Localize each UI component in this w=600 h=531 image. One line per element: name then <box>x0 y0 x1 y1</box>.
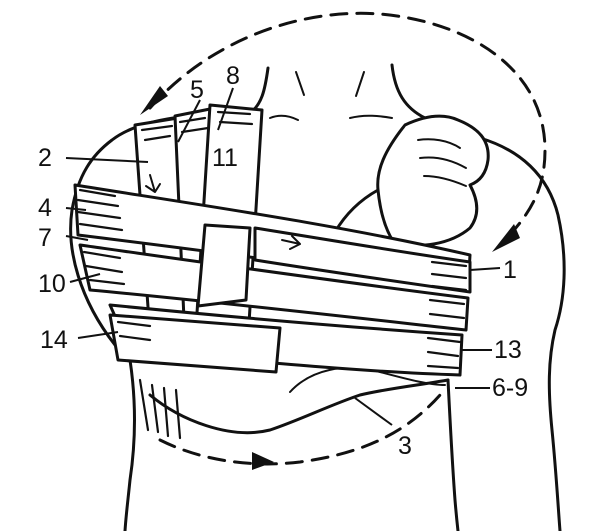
finger-line-1 <box>417 138 461 149</box>
label-2: 2 <box>38 144 52 172</box>
band-hatching <box>76 188 468 440</box>
strip-hatch <box>140 124 174 132</box>
throat-mark-1 <box>295 71 305 96</box>
dashed-arrow-top <box>148 11 547 247</box>
left-side-lower <box>123 358 136 531</box>
label-1: 1 <box>503 256 517 284</box>
right-side-lower <box>446 378 460 531</box>
label-4: 4 <box>38 194 52 222</box>
neck-right <box>390 63 427 120</box>
band-14 <box>108 313 282 374</box>
label-3: 3 <box>398 432 412 460</box>
strip-arrow-mark <box>145 174 161 193</box>
collarbone-mark-left <box>269 114 299 121</box>
strip-11-front <box>196 223 252 308</box>
finger-line-2 <box>419 156 467 169</box>
label-14: 14 <box>40 326 68 354</box>
label-6-9: 6-9 <box>492 374 528 402</box>
band-arrow-mark <box>281 235 301 250</box>
label-8: 8 <box>226 62 240 90</box>
collarbone-mark-right <box>349 114 393 119</box>
band-1 <box>253 226 472 294</box>
label-10: 10 <box>38 270 66 298</box>
label-13: 13 <box>494 336 522 364</box>
leader-lines <box>65 87 501 426</box>
dashed-arrow-bottom <box>158 393 442 466</box>
arrowhead-right <box>492 224 520 252</box>
arrowhead-top-left <box>140 86 168 115</box>
label-5: 5 <box>190 76 204 104</box>
label-11: 11 <box>212 144 238 172</box>
label-7: 7 <box>38 224 52 252</box>
right-shoulder <box>478 136 566 531</box>
lower-chest-contour <box>148 378 450 435</box>
arrowhead-bottom <box>252 452 274 470</box>
hand <box>376 114 490 248</box>
finger-line-3 <box>423 175 467 187</box>
throat-mark-2 <box>355 71 365 97</box>
